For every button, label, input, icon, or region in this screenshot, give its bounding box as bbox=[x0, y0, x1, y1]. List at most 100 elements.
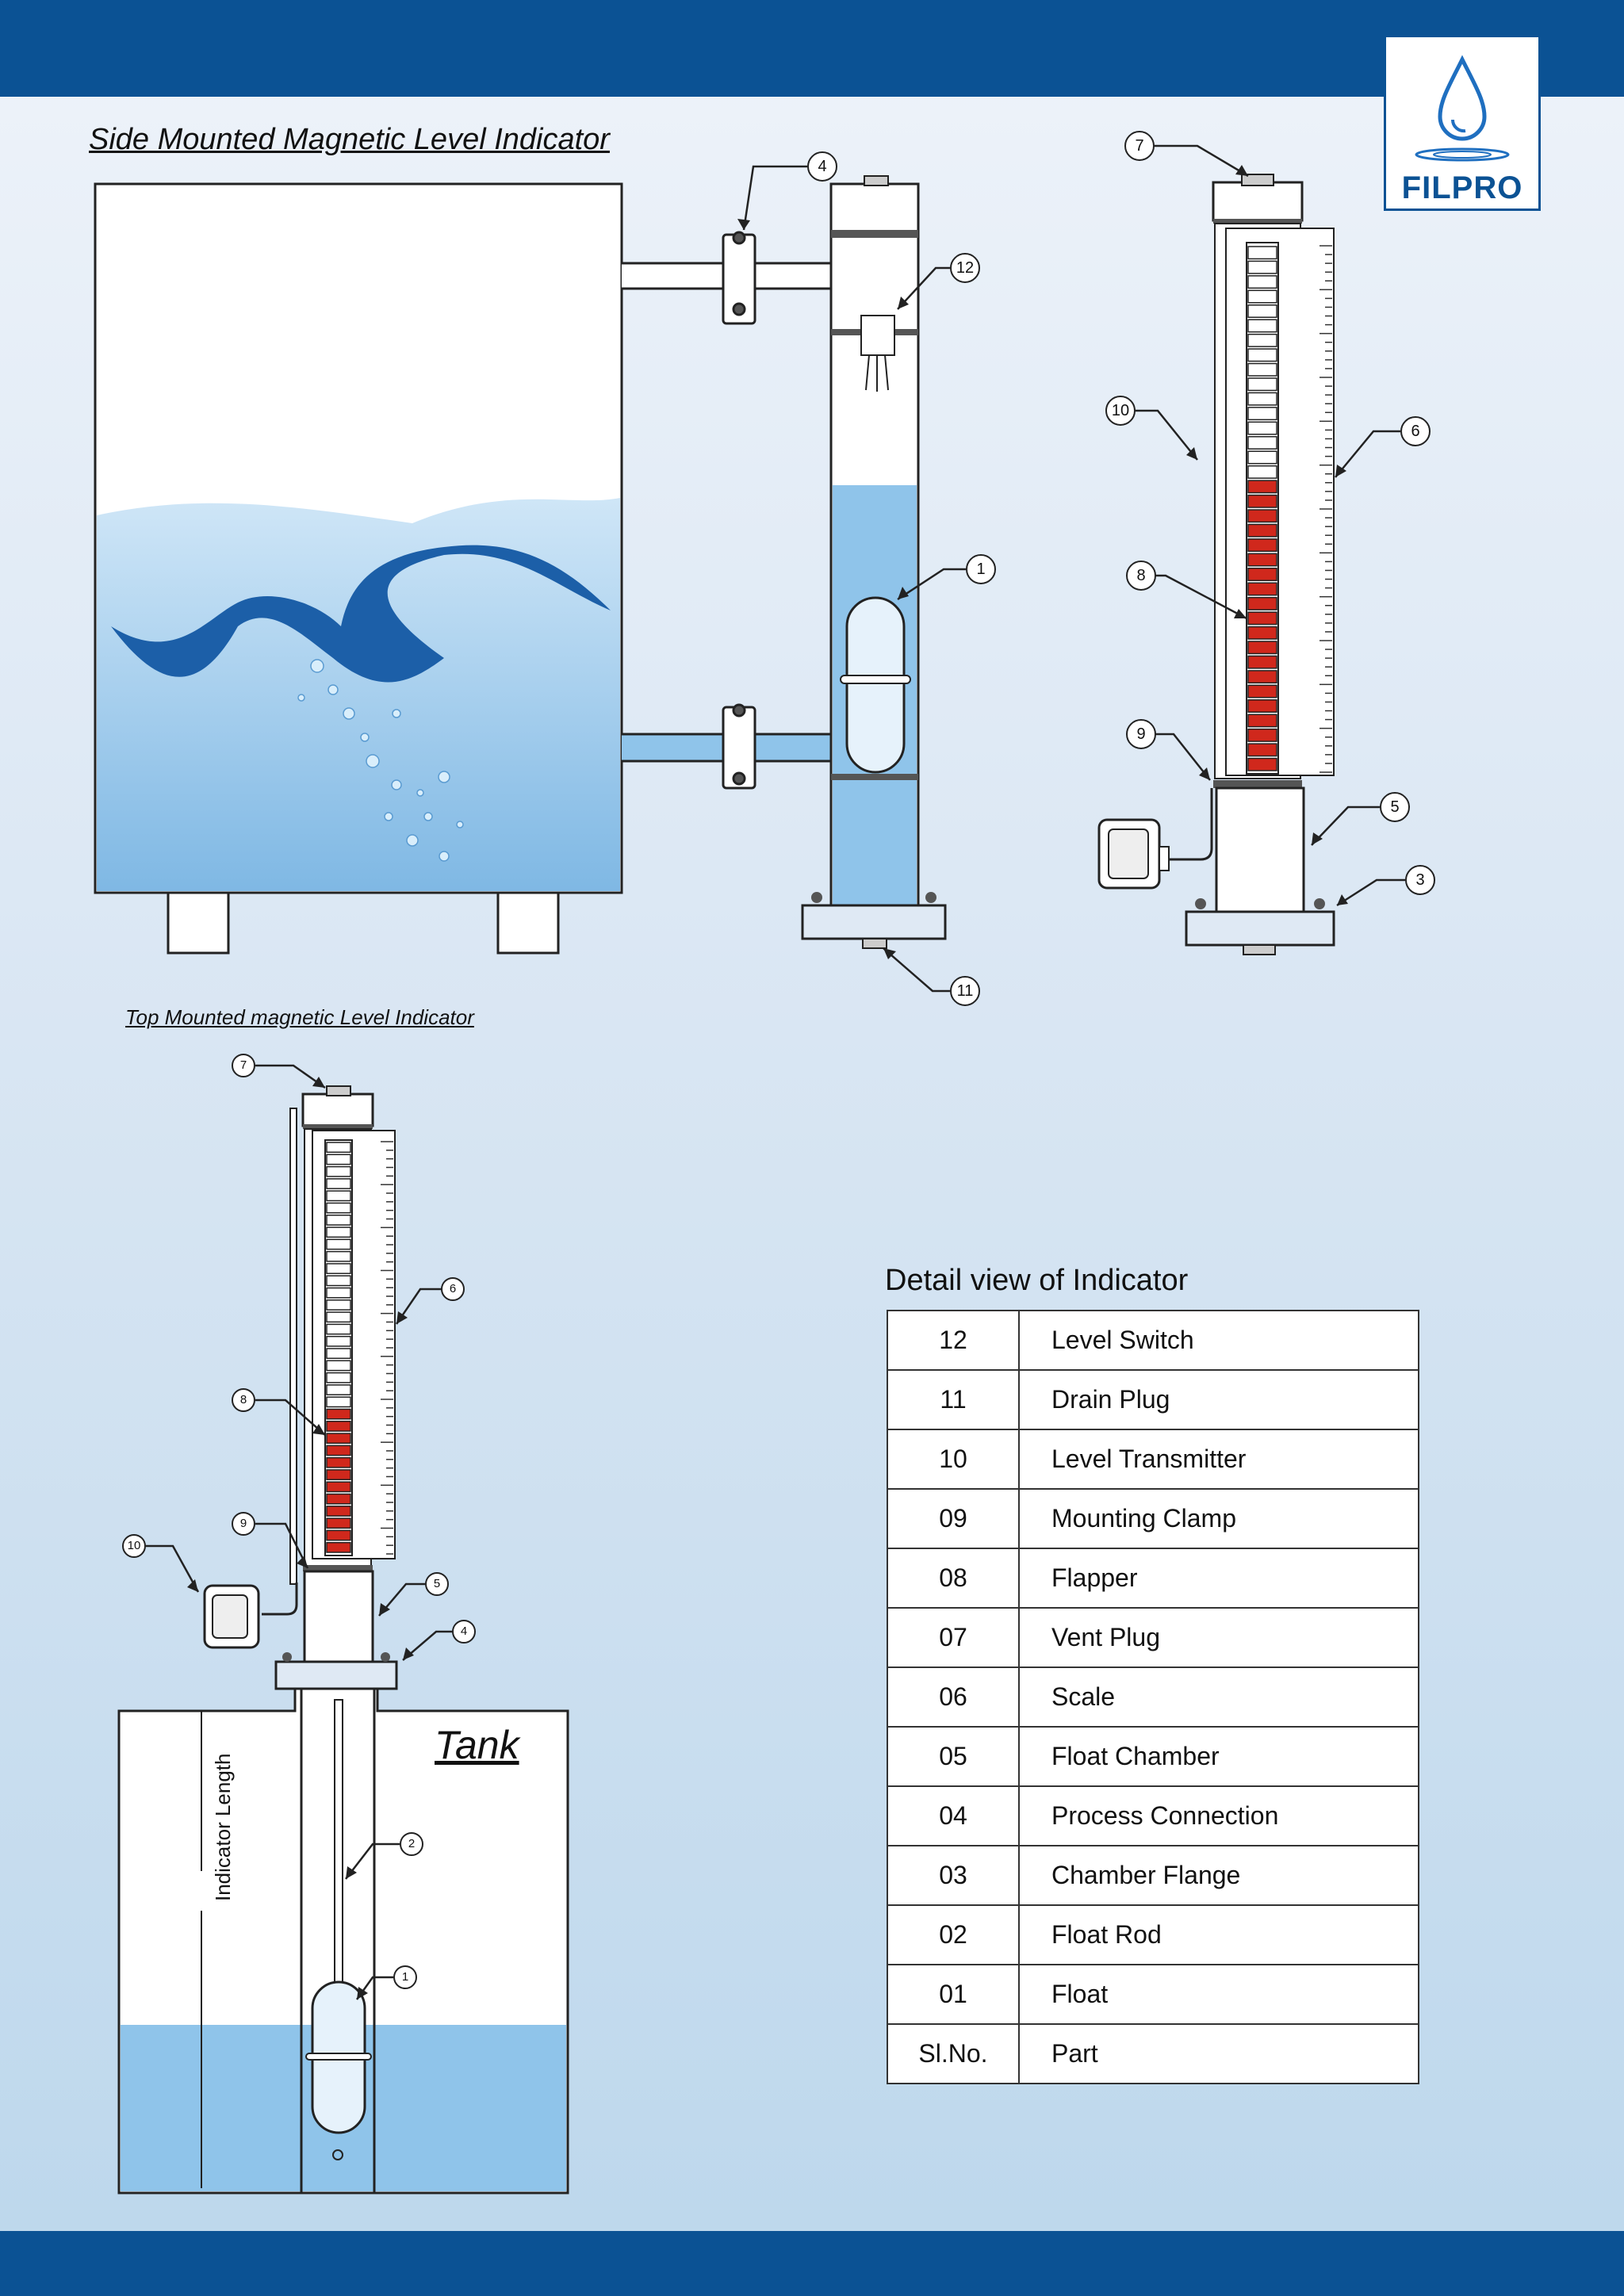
water-bubbles bbox=[297, 659, 464, 862]
top-mounted-title: Top Mounted magnetic Level Indicator bbox=[125, 1005, 474, 1029]
right-indicator bbox=[1097, 174, 1335, 955]
part-name: Level Switch bbox=[1018, 1310, 1419, 1371]
flapper bbox=[1247, 655, 1277, 669]
right-level-transmitter bbox=[1097, 818, 1170, 890]
callout-side-1: 1 bbox=[966, 554, 996, 584]
flapper bbox=[1247, 421, 1277, 435]
flapper bbox=[1247, 743, 1277, 757]
flapper bbox=[326, 1408, 351, 1420]
callout-right-9: 9 bbox=[1126, 719, 1156, 749]
part-number: 04 bbox=[887, 1785, 1020, 1846]
flapper bbox=[326, 1299, 351, 1311]
flapper bbox=[1247, 714, 1277, 728]
flapper bbox=[326, 1142, 351, 1154]
flapper bbox=[1247, 407, 1277, 421]
flapper bbox=[1247, 319, 1277, 333]
flapper bbox=[326, 1469, 351, 1480]
callout-right-3: 3 bbox=[1405, 865, 1435, 895]
flapper bbox=[326, 1190, 351, 1202]
water-drop-icon bbox=[1415, 55, 1510, 162]
flapper bbox=[326, 1165, 351, 1177]
bottom-banner bbox=[0, 2231, 1624, 2296]
callout-right-6: 6 bbox=[1400, 416, 1431, 446]
flapper bbox=[1247, 436, 1277, 450]
callout-top-10: 10 bbox=[122, 1534, 146, 1558]
flapper bbox=[326, 1202, 351, 1214]
side-tank bbox=[94, 182, 623, 955]
top-indicator bbox=[203, 1085, 398, 1690]
flapper bbox=[326, 1541, 351, 1553]
part-number: Sl.No. bbox=[887, 2023, 1020, 2084]
callout-top-1: 1 bbox=[393, 1965, 417, 1989]
callout-side-12: 12 bbox=[950, 253, 980, 283]
flapper bbox=[326, 1360, 351, 1372]
table-row: Sl.No.Part bbox=[887, 2023, 1419, 2084]
flapper bbox=[1247, 494, 1277, 508]
callout-side-11: 11 bbox=[950, 976, 980, 1006]
flapper bbox=[1247, 480, 1277, 494]
flapper bbox=[1247, 553, 1277, 567]
flapper bbox=[1247, 596, 1277, 610]
logo-text: FILPRO bbox=[1401, 170, 1523, 205]
part-name: Mounting Clamp bbox=[1018, 1488, 1419, 1549]
flapper bbox=[326, 1311, 351, 1323]
callout-top-8: 8 bbox=[232, 1388, 255, 1412]
flapper bbox=[1247, 304, 1277, 318]
callout-top-7: 7 bbox=[232, 1054, 255, 1077]
flapper bbox=[1247, 626, 1277, 640]
flapper bbox=[326, 1154, 351, 1165]
filpro-logo: FILPRO bbox=[1384, 35, 1541, 211]
part-number: 11 bbox=[887, 1369, 1020, 1430]
flapper bbox=[326, 1215, 351, 1226]
callout-top-4: 4 bbox=[452, 1620, 476, 1644]
flapper bbox=[1247, 392, 1277, 406]
part-name: Float bbox=[1018, 1964, 1419, 2025]
callout-top-6: 6 bbox=[441, 1277, 465, 1301]
flapper bbox=[326, 1421, 351, 1432]
flapper bbox=[1247, 377, 1277, 392]
flapper bbox=[1247, 568, 1277, 581]
part-number: 02 bbox=[887, 1904, 1020, 1965]
flapper bbox=[326, 1287, 351, 1299]
flapper-strip bbox=[326, 1142, 351, 1553]
flapper bbox=[326, 1335, 351, 1347]
flapper bbox=[326, 1384, 351, 1395]
part-name: Part bbox=[1018, 2023, 1419, 2084]
flapper bbox=[326, 1275, 351, 1287]
flapper bbox=[326, 1481, 351, 1493]
part-name: Flapper bbox=[1018, 1548, 1419, 1609]
flapper bbox=[326, 1506, 351, 1517]
flapper bbox=[1247, 699, 1277, 713]
flapper bbox=[1247, 362, 1277, 377]
tank-label: Tank bbox=[435, 1723, 519, 1767]
flapper bbox=[326, 1178, 351, 1189]
arrowheads bbox=[187, 165, 1348, 1999]
callout-right-7: 7 bbox=[1124, 131, 1155, 161]
flapper-strip bbox=[1247, 246, 1277, 771]
side-process-connections bbox=[622, 231, 833, 790]
flapper bbox=[1247, 246, 1277, 260]
flapper bbox=[326, 1226, 351, 1238]
flapper bbox=[1247, 670, 1277, 684]
part-name: Drain Plug bbox=[1018, 1369, 1419, 1430]
part-name: Float Chamber bbox=[1018, 1726, 1419, 1787]
part-name: Float Rod bbox=[1018, 1904, 1419, 1965]
parts-table-title: Detail view of Indicator bbox=[885, 1264, 1189, 1297]
scale-ticks bbox=[381, 1141, 393, 1555]
flapper bbox=[1247, 684, 1277, 698]
flapper bbox=[1247, 348, 1277, 362]
side-float-chamber bbox=[801, 175, 947, 949]
part-number: 08 bbox=[887, 1548, 1020, 1609]
